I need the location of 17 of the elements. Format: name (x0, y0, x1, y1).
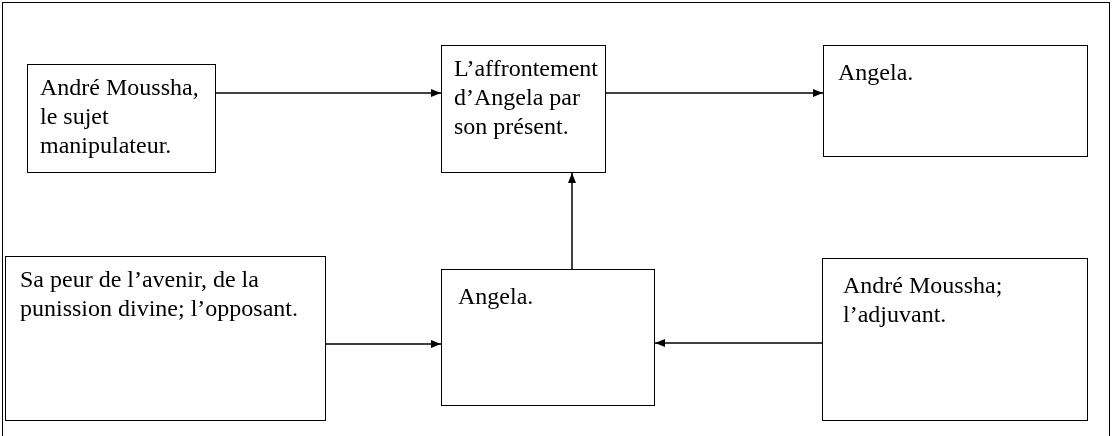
box-label: Angela. (458, 282, 534, 311)
box-label: André Moussha, le sujet manipulateur. (40, 73, 200, 160)
box-label: Sa peur de l’avenir, de la punission divine; l’opposant. (20, 265, 299, 323)
text-box (5, 256, 326, 421)
text-box (823, 45, 1088, 157)
arrow (215, 89, 442, 97)
text-box (27, 64, 216, 173)
box-label: André Moussha; l’adjuvant. (843, 271, 1004, 329)
arrow (568, 172, 576, 270)
box-label: L’affrontement d’Angela par son présent. (454, 54, 599, 141)
box-label: Angela. (838, 58, 914, 87)
text-box (441, 45, 606, 173)
arrow (605, 89, 824, 97)
text-box (822, 258, 1088, 421)
text-box (441, 269, 655, 406)
arrow (654, 339, 823, 347)
arrow (325, 340, 442, 348)
